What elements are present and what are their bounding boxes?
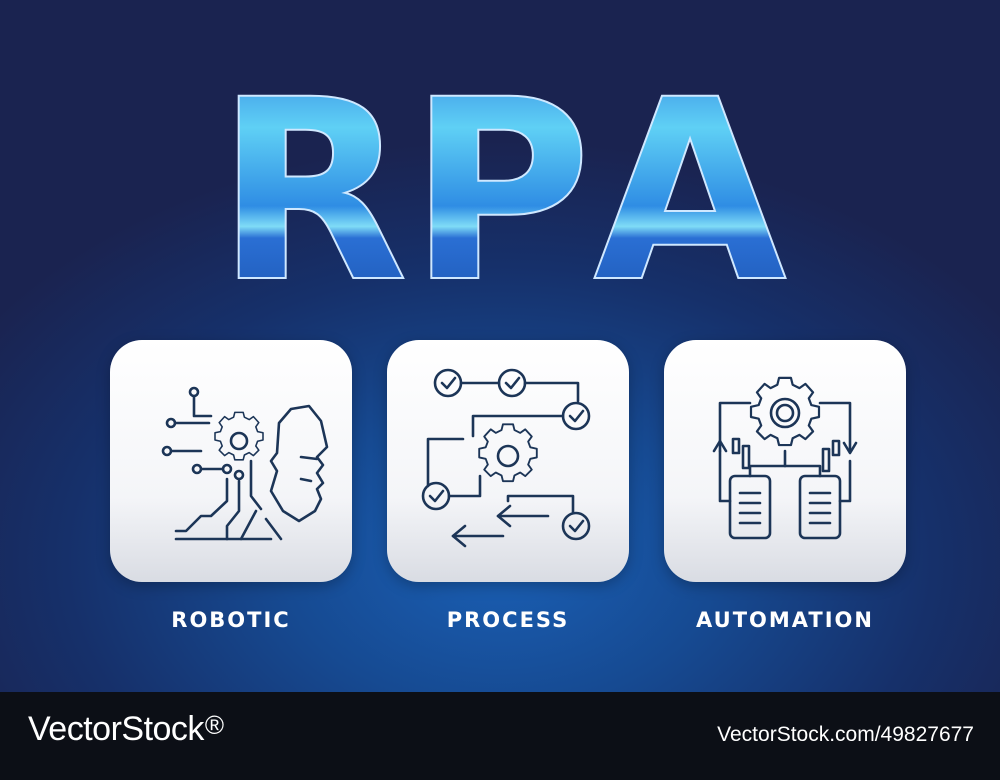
label-automation: AUTOMATION <box>696 608 874 632</box>
automation-cycle-gear-icon <box>712 376 858 540</box>
tile-robotic <box>110 340 352 582</box>
process-flow-gear-icon <box>421 368 591 548</box>
brand-logo: VectorStock® <box>28 710 224 749</box>
title-letter-a: A <box>593 62 786 302</box>
robot-head-gear-icon <box>161 386 329 541</box>
tile-process <box>387 340 629 582</box>
label-robotic: ROBOTIC <box>171 608 291 632</box>
rpa-title-graphic: R P A <box>215 62 788 302</box>
label-process: PROCESS <box>446 608 570 632</box>
registered-mark: ® <box>204 710 224 740</box>
brand-name: VectorStock <box>28 710 204 748</box>
tile-automation <box>664 340 906 582</box>
page-title: R P A <box>0 62 1000 302</box>
title-letter-r: R <box>216 62 409 302</box>
stock-id: VectorStock.com/49827677 <box>717 723 974 746</box>
footer-bar: VectorStock® VectorStock.com/49827677 <box>0 692 1000 780</box>
title-letter-p: P <box>408 62 591 302</box>
hero-panel: R P A <box>0 0 1000 692</box>
